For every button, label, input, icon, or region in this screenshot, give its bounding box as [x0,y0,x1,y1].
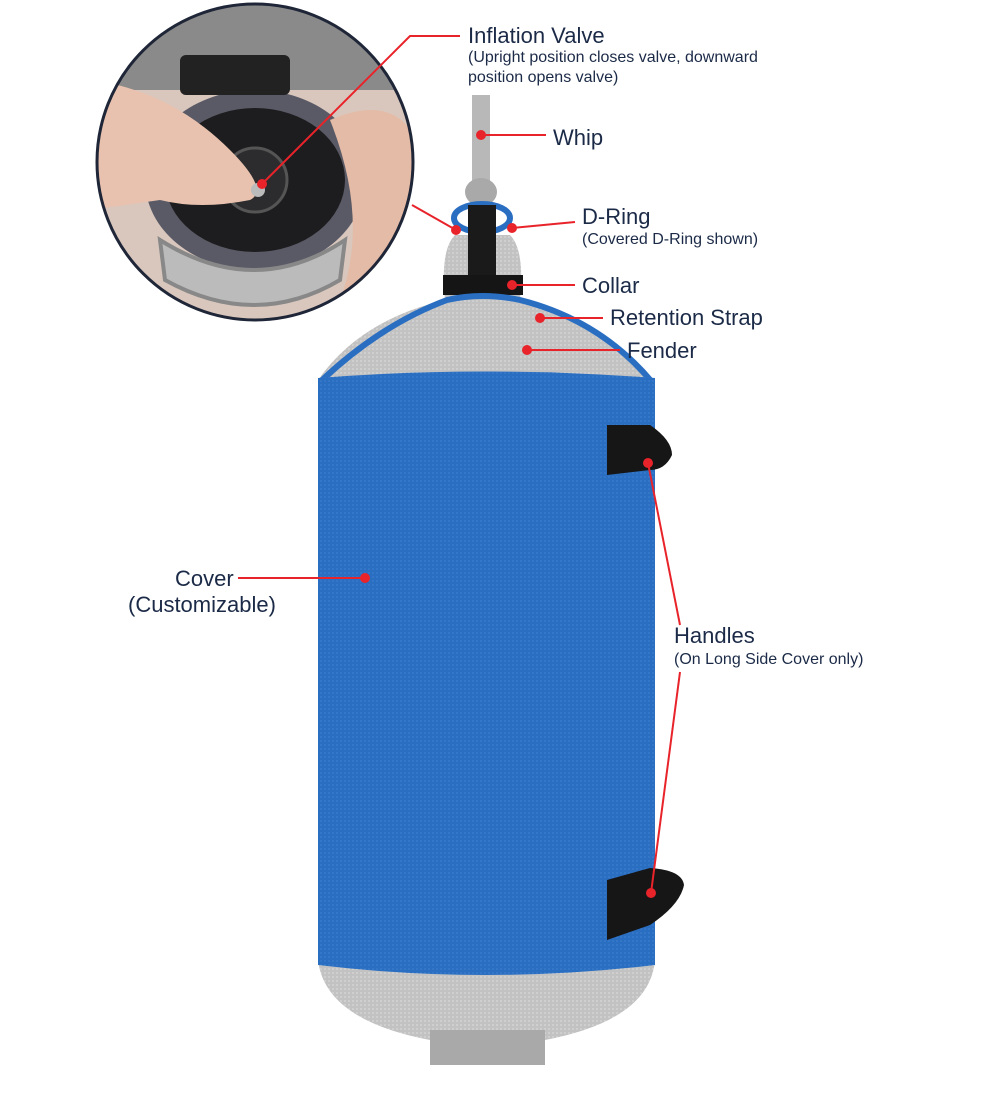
label-whip: Whip [553,125,604,150]
note-cover: (Customizable) [128,592,276,617]
leader-dots [257,130,656,898]
handle-bottom [607,868,684,940]
label-handles: Handles [674,623,755,648]
leader-lines [238,35,681,894]
fender-bottom-tab [430,1030,545,1065]
note-inflation-valve-1: (Upright position closes valve, downward [468,49,758,66]
label-fender: Fender [627,338,697,363]
label-d-ring: D-Ring [582,204,651,229]
inflation-valve-inset-photo [95,2,415,322]
label-inflation-valve: Inflation Valve [468,23,605,48]
collar-band [443,275,523,295]
note-handles: (On Long Side Cover only) [674,651,864,668]
whip-rope [472,95,490,205]
note-d-ring: (Covered D-Ring shown) [582,231,759,248]
handle-top [607,425,672,475]
note-inflation-valve-2: position opens valve) [468,69,619,86]
cover [318,371,655,975]
label-collar: Collar [582,273,640,298]
retention-strap [317,293,655,385]
label-retention-strap: Retention Strap [610,305,763,330]
label-cover: Cover [175,566,234,591]
